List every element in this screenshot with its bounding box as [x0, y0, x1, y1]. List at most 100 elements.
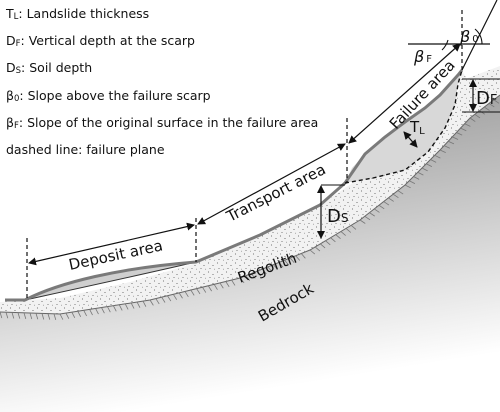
bedrock-hatch-tick [289, 257, 295, 264]
legend-text: Landslide thickness [26, 6, 150, 21]
bedrock-hatch-tick [245, 275, 250, 281]
df-label: DF [476, 88, 497, 109]
legend-separator: : [19, 87, 28, 103]
bedrock-hatch-tick [124, 303, 129, 310]
bedrock-hatch-tick [464, 123, 471, 127]
legend-subscript: F [15, 39, 21, 50]
bedrock-hatch-tick [184, 291, 189, 298]
bedrock-hatch-tick [300, 253, 306, 259]
df-sub: F [490, 93, 497, 108]
bedrock-hatch-tick [378, 204, 385, 210]
legend-text: Slope of the original surface in the fai… [27, 114, 319, 130]
df-main: D [476, 88, 490, 109]
legend-symbol: β [6, 87, 14, 103]
bedrock-hatch-tick [350, 225, 357, 230]
bedrock-hatch-tick [149, 299, 154, 306]
bedrock-hatch-tick [340, 231, 346, 236]
beta-0-arc [474, 28, 483, 45]
bedrock-hatch-tick [113, 305, 117, 312]
legend-item-df: DF: Vertical depth at the scarp [6, 29, 318, 56]
ds-sub: S [341, 211, 349, 225]
bedrock-hatch-tick [101, 307, 105, 314]
bedrock-layer [0, 95, 500, 412]
bedrock-hatch-tick [383, 201, 390, 206]
bedrock-hatch-tick [330, 237, 336, 243]
bedrock-hatch-tick [29, 312, 33, 320]
bedrock-hatch-tick [426, 163, 433, 167]
bedrock-hatch-tick [388, 197, 394, 202]
bedrock-hatch-tick [155, 298, 160, 305]
bedrock-hatch-tick [0, 311, 3, 319]
bedrock-hatch-tick [107, 306, 111, 313]
transport-area-arrow [197, 143, 346, 225]
bedrock-hatch-tick [261, 268, 267, 275]
bedrock-hatch-tick [11, 312, 15, 319]
tl-main: T [409, 118, 420, 136]
tl-sub: L [419, 126, 425, 137]
bedrock-hatch-tick [413, 176, 420, 180]
legend-text: Soil depth [29, 60, 93, 76]
bedrock-hatch-tick [231, 279, 236, 286]
bedrock-hatch-tick [167, 295, 172, 302]
bedrock-hatch-tick [142, 300, 147, 307]
beta-0-sub: 0 [472, 34, 478, 45]
bedrock-hatch-tick [47, 313, 51, 320]
bedrock-hatch-tick [178, 292, 183, 299]
bedrock-hatch-tick [161, 296, 166, 303]
bedrock-hatch-tick [95, 308, 99, 315]
bedrock-hatch-tick [460, 127, 467, 132]
beta-f-sub: F [426, 54, 432, 65]
bedrock-hatch-tick [207, 285, 212, 292]
bedrock-hatch-tick [83, 310, 87, 317]
legend-item-tl: TL: Landslide thickness [6, 2, 318, 29]
bedrock-hatch-tick [202, 286, 207, 293]
legend-subscript: F [13, 120, 19, 131]
failure-area-arrow [348, 43, 461, 144]
legend-item-beta0: β0: Slope above the failure scarp [6, 84, 318, 111]
beta-f-main: β [413, 47, 424, 66]
bedrock-hatch-tick [488, 103, 495, 108]
bedrock-hatch-tick [320, 243, 326, 249]
bedrock-hatch-tick [309, 249, 316, 255]
bedrock-hatch-tick [284, 259, 289, 266]
bedrock-hatch-tick [345, 228, 352, 233]
legend-symbol: D [6, 33, 16, 49]
bedrock-hatch-tick [225, 281, 230, 288]
legend-text: Slope above the failure scarp [27, 87, 211, 103]
bedrock-hatch-tick [172, 294, 178, 300]
bedrock-hatch-tick [219, 282, 224, 289]
bedrock-hatch-tick [213, 284, 218, 290]
bedrock-hatch-tick [190, 289, 195, 296]
beta-f-arc [441, 39, 449, 51]
bedrock-hatch-tick [118, 304, 123, 311]
bedrock-hatch-tick [314, 246, 321, 252]
bedrock-hatch-tick [364, 215, 371, 221]
bedrock-hatch-tick [267, 266, 273, 272]
legend-separator: : [18, 114, 28, 130]
legend-symbol: D [6, 60, 16, 76]
legend-symbol: T [6, 6, 14, 21]
bedrock-hatch-tick [493, 99, 500, 104]
legend-subscript: 0 [13, 93, 20, 104]
legend-item-dashed-line: dashed line: failure plane [6, 138, 318, 162]
tl-arrow [403, 131, 418, 148]
bedrock-hatch-tick [359, 219, 366, 224]
bedrock-hatch-tick [256, 271, 262, 277]
legend-separator: : [18, 6, 27, 21]
bedrock-hatch-tick [417, 171, 424, 176]
bedrock-hatch-tick [404, 184, 411, 189]
regolith-layer [0, 66, 500, 314]
bedrock-hatch-tick [469, 117, 476, 122]
tl-label: TL [409, 118, 425, 137]
bedrock-hatch-tick [136, 301, 141, 308]
bedrock-hatch-tick [89, 309, 93, 316]
bedrock-hatch-tick [325, 240, 331, 246]
bedrock-hatch-tick [439, 149, 446, 154]
scarp-face [458, 70, 470, 112]
legend-subscript: S [15, 66, 22, 77]
bedrock-hatch-tick [41, 313, 45, 320]
bedrock-hatch-tick [373, 208, 380, 213]
bedrock-hatch-tick [278, 262, 284, 268]
